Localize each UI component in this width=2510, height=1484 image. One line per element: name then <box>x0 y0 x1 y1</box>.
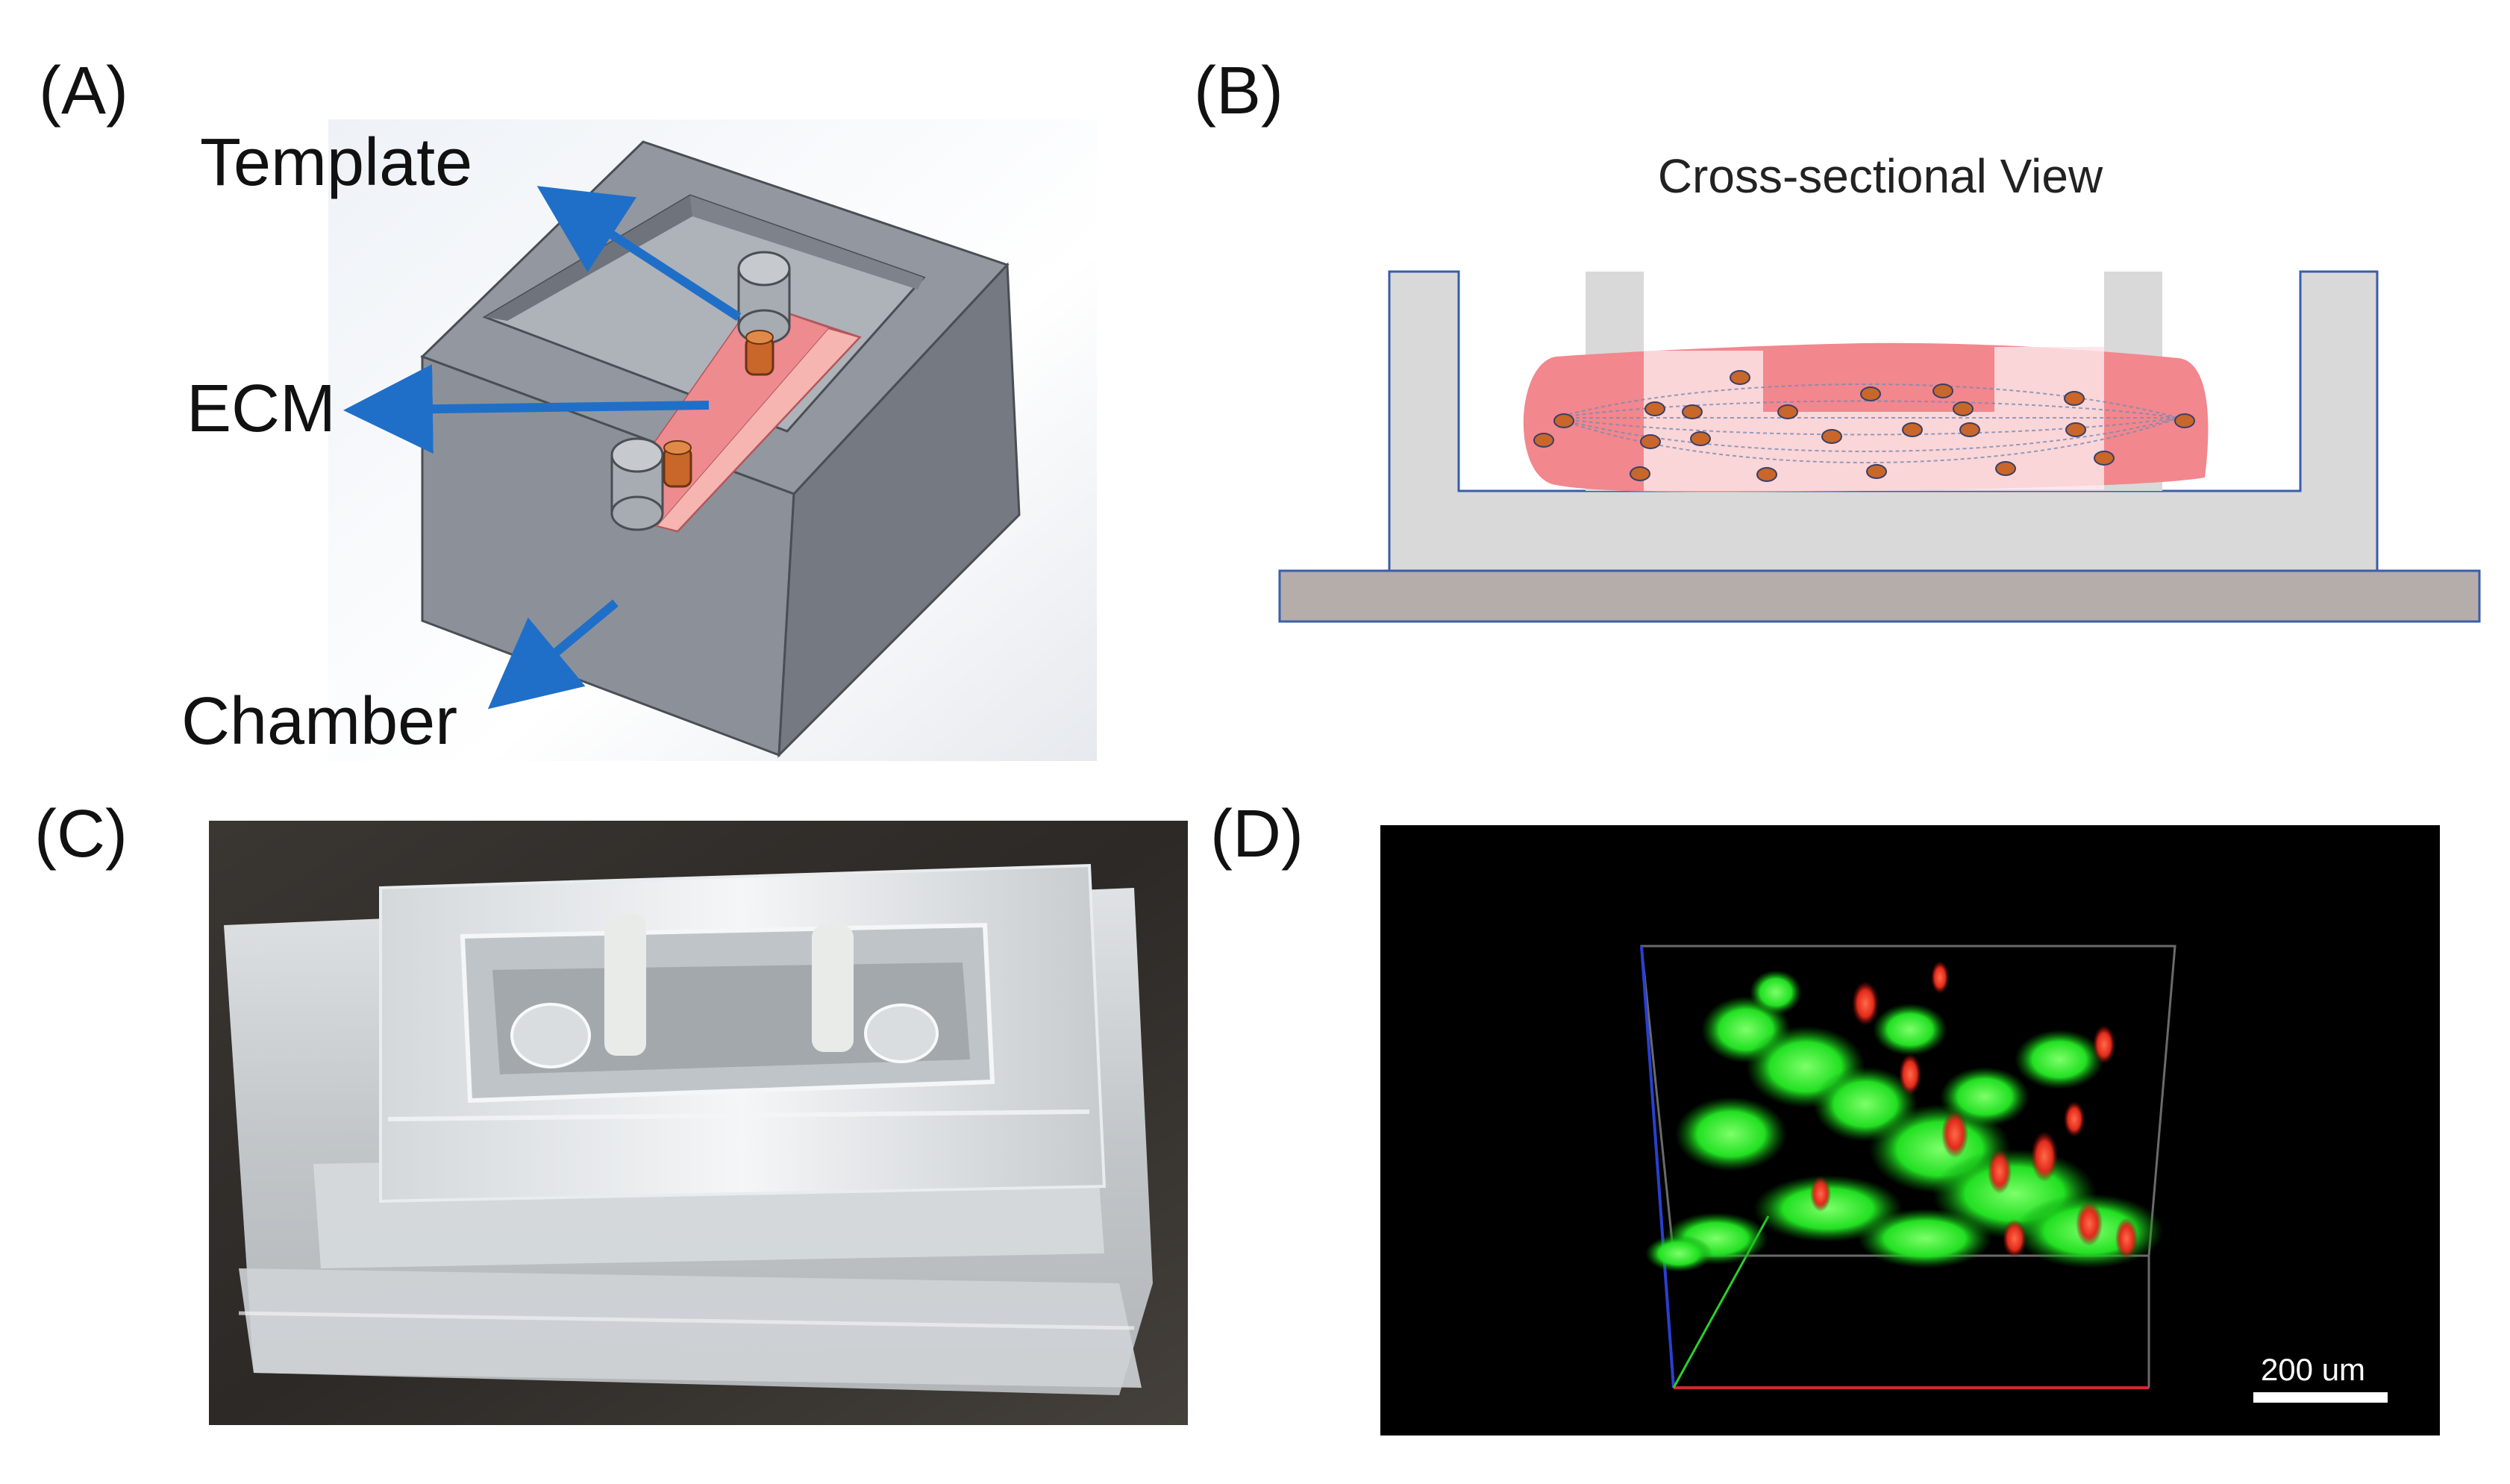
ecm-arrow <box>343 364 710 454</box>
scale-bar-label: 200 um <box>2261 1352 2365 1387</box>
chamber-arrow <box>487 599 619 710</box>
device-photo <box>209 821 1188 1425</box>
template-post-top <box>737 251 791 345</box>
panel-a-label: (A) <box>39 54 128 128</box>
anchor-pin-bottom <box>663 440 692 488</box>
panel-b: (B) Cross-sectional View <box>1194 54 2481 623</box>
template-arrow <box>536 186 742 322</box>
panel-a: (A) Template ECM Chamber <box>39 54 1097 761</box>
panel-d-label: (D) <box>1210 797 1303 871</box>
ecm-callout: ECM <box>187 372 336 446</box>
cross-section-title: Cross-sectional View <box>1658 149 2103 203</box>
panel-c-label: (C) <box>34 797 128 871</box>
panel-d: (D) <box>1210 797 2440 1436</box>
anchor-pin-top <box>745 330 774 376</box>
red-signal <box>1810 961 2138 1259</box>
base-plate <box>1278 569 2481 623</box>
scale-bar <box>2253 1392 2388 1403</box>
template-callout: Template <box>200 125 472 200</box>
chamber-callout: Chamber <box>181 684 457 759</box>
ecm-fibers <box>1555 383 2179 463</box>
chamber-cross-section <box>1388 270 2379 572</box>
fluorescence-micrograph: 200 um <box>1380 825 2440 1436</box>
panel-b-label: (B) <box>1194 54 1283 128</box>
panel-c: (C) <box>34 797 1188 1425</box>
template-post-bottom <box>610 437 664 531</box>
cell-dots <box>1533 370 2195 482</box>
